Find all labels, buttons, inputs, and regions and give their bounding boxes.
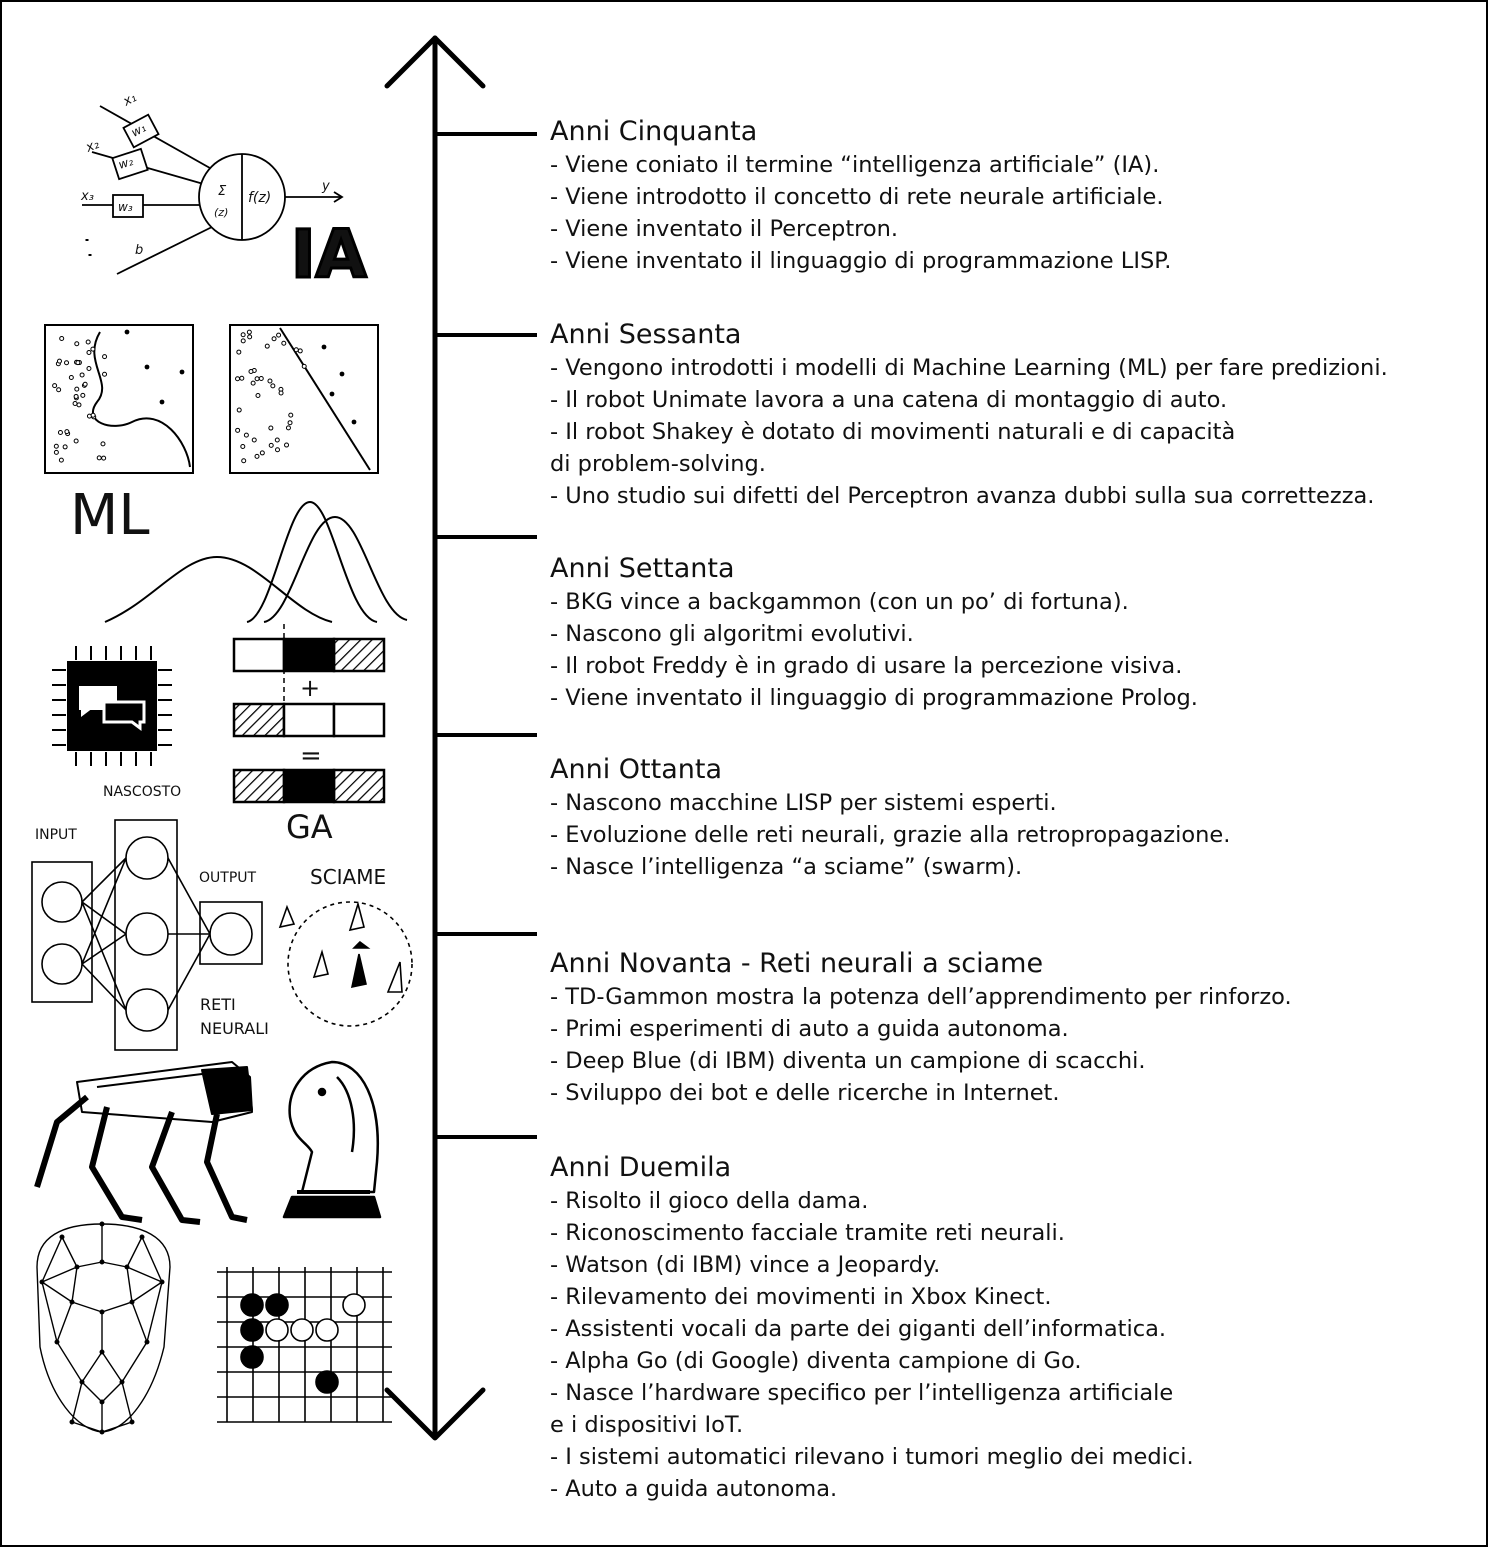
ml-label: ML: [70, 483, 150, 548]
list-item: - Il robot Unimate lavora a una catena d…: [550, 387, 1228, 413]
era-title: Anni Ottanta: [550, 754, 722, 785]
chip-icon: [52, 646, 172, 766]
hidden-label: NASCOSTO: [103, 784, 181, 800]
list-item: - Il robot Freddy è in grado di usare la…: [550, 653, 1183, 679]
era-title: Anni Cinquanta: [550, 116, 758, 147]
ia-label: IA: [291, 216, 367, 293]
equals-sign: =: [300, 741, 322, 771]
era-title: Anni Duemila: [550, 1152, 732, 1183]
list-item: - I sistemi automatici rilevano i tumori…: [550, 1444, 1194, 1470]
label-x1: x₁: [120, 90, 139, 110]
ga-chromosomes: [232, 624, 386, 804]
list-item: - Viene inventato il Perceptron.: [550, 216, 899, 242]
label-w2: w₂: [117, 154, 135, 172]
list-item: - Alpha Go (di Google) diventa campione …: [550, 1348, 1082, 1374]
neural-network-illustration: [31, 819, 263, 1051]
chess-knight-icon: [282, 1060, 382, 1219]
era-2000s: Anni Duemila - Risolto il gioco della da…: [550, 1151, 1476, 1505]
label-sigma: Σ: [218, 184, 227, 199]
swarm-label: SCIAME: [310, 865, 386, 889]
era-items: - Vengono introdotti i modelli di Machin…: [550, 352, 1476, 512]
robot-dog-icon: [34, 1061, 253, 1225]
era-1990s: Anni Novanta - Reti neurali a sciame - T…: [550, 947, 1476, 1109]
ml-points: [52, 329, 357, 464]
list-item: - Nasce l’hardware specifico per l’intel…: [550, 1380, 1174, 1438]
era-title: Anni Sessanta: [550, 319, 742, 350]
label-x2: x₂: [83, 137, 102, 156]
output-label: OUTPUT: [199, 870, 257, 886]
plus-sign: +: [300, 674, 320, 702]
label-fz: f(z): [248, 190, 271, 206]
list-item: - Vengono introdotti i modelli di Machin…: [550, 355, 1388, 381]
list-item: - Evoluzione delle reti neurali, grazie …: [550, 822, 1231, 848]
era-items: - Nascono macchine LISP per sistemi espe…: [550, 787, 1476, 883]
list-item: - Primi esperimenti di auto a guida auto…: [550, 1016, 1069, 1042]
swarm-illustration: [278, 901, 413, 1027]
list-item: - Watson (di IBM) vince a Jeopardy.: [550, 1252, 941, 1278]
list-item: - BKG vince a backgammon (con un po’ di …: [550, 589, 1129, 615]
list-item: - Viene inventato il linguaggio di progr…: [550, 685, 1198, 711]
list-item: - Assistenti vocali da parte dei giganti…: [550, 1316, 1167, 1342]
face-mesh-icon: [36, 1221, 171, 1435]
era-1980s: Anni Ottanta - Nascono macchine LISP per…: [550, 753, 1476, 883]
list-item: - Deep Blue (di IBM) diventa un campione…: [550, 1048, 1146, 1074]
era-1960s: Anni Sessanta - Vengono introdotti i mod…: [550, 318, 1476, 512]
list-item: - Viene introdotto il concetto di rete n…: [550, 184, 1164, 210]
label-x3: x₃: [80, 189, 94, 204]
gaussian-curves: [104, 500, 408, 623]
list-item: - Nascono gli algoritmi evolutivi.: [550, 621, 914, 647]
era-1970s: Anni Settanta - BKG vince a backgammon (…: [550, 552, 1476, 714]
list-item: - Riconoscimento facciale tramite reti n…: [550, 1220, 1065, 1246]
nn-label-line1: RETI: [200, 995, 236, 1014]
ga-label: GA: [286, 808, 333, 846]
list-item: - Auto a guida autonoma.: [550, 1476, 838, 1502]
label-w1: w₁: [129, 120, 149, 139]
go-board-icon: [217, 1267, 392, 1423]
list-item: - Rilevamento dei movimenti in Xbox Kine…: [550, 1284, 1052, 1310]
list-item: - Viene coniato il termine “intelligenza…: [550, 152, 1160, 178]
perceptron-illustration: [82, 105, 344, 275]
list-item: - Risolto il gioco della dama.: [550, 1188, 869, 1214]
label-b: b: [135, 243, 143, 258]
list-item: - Nasce l’intelligenza “a sciame” (swarm…: [550, 854, 1023, 880]
era-title: Anni Novanta - Reti neurali a sciame: [550, 948, 1044, 979]
era-title: Anni Settanta: [550, 553, 735, 584]
illustrations-panel: x₁ x₂ x₃ w₁ w₂ w₃ b Σ (z) f(z) y IA ML: [31, 90, 413, 1435]
ml-scatter-plots: [44, 324, 379, 474]
label-z: (z): [214, 206, 228, 219]
era-items: - Viene coniato il termine “intelligenza…: [550, 149, 1476, 277]
label-y: y: [321, 179, 330, 194]
list-item: - TD-Gammon mostra la potenza dell’appre…: [550, 984, 1292, 1010]
list-item: - Uno studio sui difetti del Perceptron …: [550, 483, 1375, 509]
list-item: - Viene inventato il linguaggio di progr…: [550, 248, 1172, 274]
label-w3: w₃: [118, 200, 133, 214]
era-1950s: Anni Cinquanta - Viene coniato il termin…: [550, 115, 1476, 277]
list-item: - Nascono macchine LISP per sistemi espe…: [550, 790, 1057, 816]
nn-label-line2: NEURALI: [200, 1019, 269, 1038]
era-items: - Risolto il gioco della dama. - Riconos…: [550, 1185, 1476, 1505]
input-label: INPUT: [35, 827, 77, 843]
list-item: - Il robot Shakey è dotato di movimenti …: [550, 419, 1236, 477]
list-item: - Sviluppo dei bot e delle ricerche in I…: [550, 1080, 1060, 1106]
era-items: - TD-Gammon mostra la potenza dell’appre…: [550, 981, 1476, 1109]
era-items: - BKG vince a backgammon (con un po’ di …: [550, 586, 1476, 714]
